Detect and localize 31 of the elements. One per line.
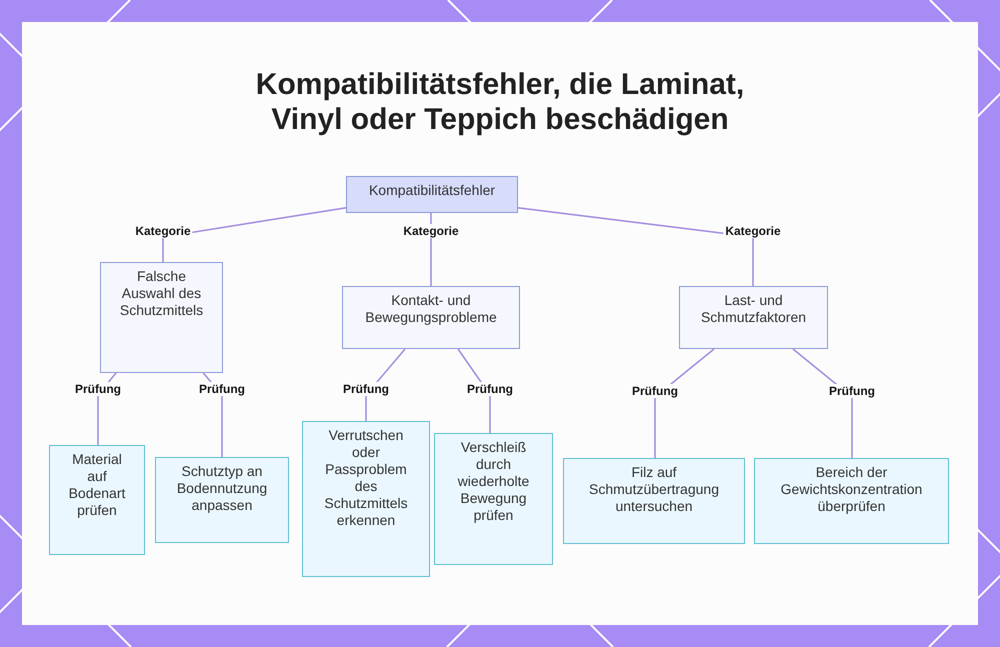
edge-label: Prüfung [630, 384, 680, 398]
node-text: Material auf Bodenart prüfen [68, 450, 126, 519]
node-text: Schutztyp an Bodennutzung anpassen [176, 462, 268, 514]
task-box [434, 433, 553, 565]
edge-label: Kategorie [401, 224, 461, 238]
task-box [49, 445, 145, 555]
edge-label: Prüfung [73, 382, 123, 396]
category-box [342, 286, 520, 349]
node-text: Verrutschen oder Passproblem des Schutzmittels erkennen [323, 426, 409, 529]
node-text: Bereich der Gewichtskonzentration überprüfen [780, 463, 924, 515]
task-box [155, 457, 289, 543]
category-box [100, 262, 223, 373]
edge-label: Kategorie [723, 224, 783, 238]
edge-label: Kategorie [133, 224, 193, 238]
category-box [679, 286, 828, 349]
node-text: Verschleiß durch wiederholte Bewegung prüfen [456, 438, 530, 524]
edge-label: Prüfung [341, 382, 391, 396]
edge-label: Prüfung [197, 382, 247, 396]
task-box [754, 458, 949, 544]
node-text: Falsche Auswahl des Schutzmittels [118, 267, 204, 319]
node-text: Filz auf Schmutzübertragung untersuchen [588, 463, 720, 515]
edge-label: Prüfung [465, 382, 515, 396]
task-box [302, 421, 430, 577]
title: Kompatibilitätsfehler, die Laminat, Vinyl oder Teppich beschädigen [254, 67, 746, 137]
root-box [346, 176, 518, 213]
node-text: Kompatibilitätsfehler [368, 181, 496, 199]
connector-line [518, 207, 754, 286]
node-text: Last- und Schmutzfaktoren [700, 291, 808, 326]
task-box [563, 458, 745, 544]
edge-label: Prüfung [827, 384, 877, 398]
node-text: Kontakt- und Bewegungsprobleme [364, 291, 498, 326]
